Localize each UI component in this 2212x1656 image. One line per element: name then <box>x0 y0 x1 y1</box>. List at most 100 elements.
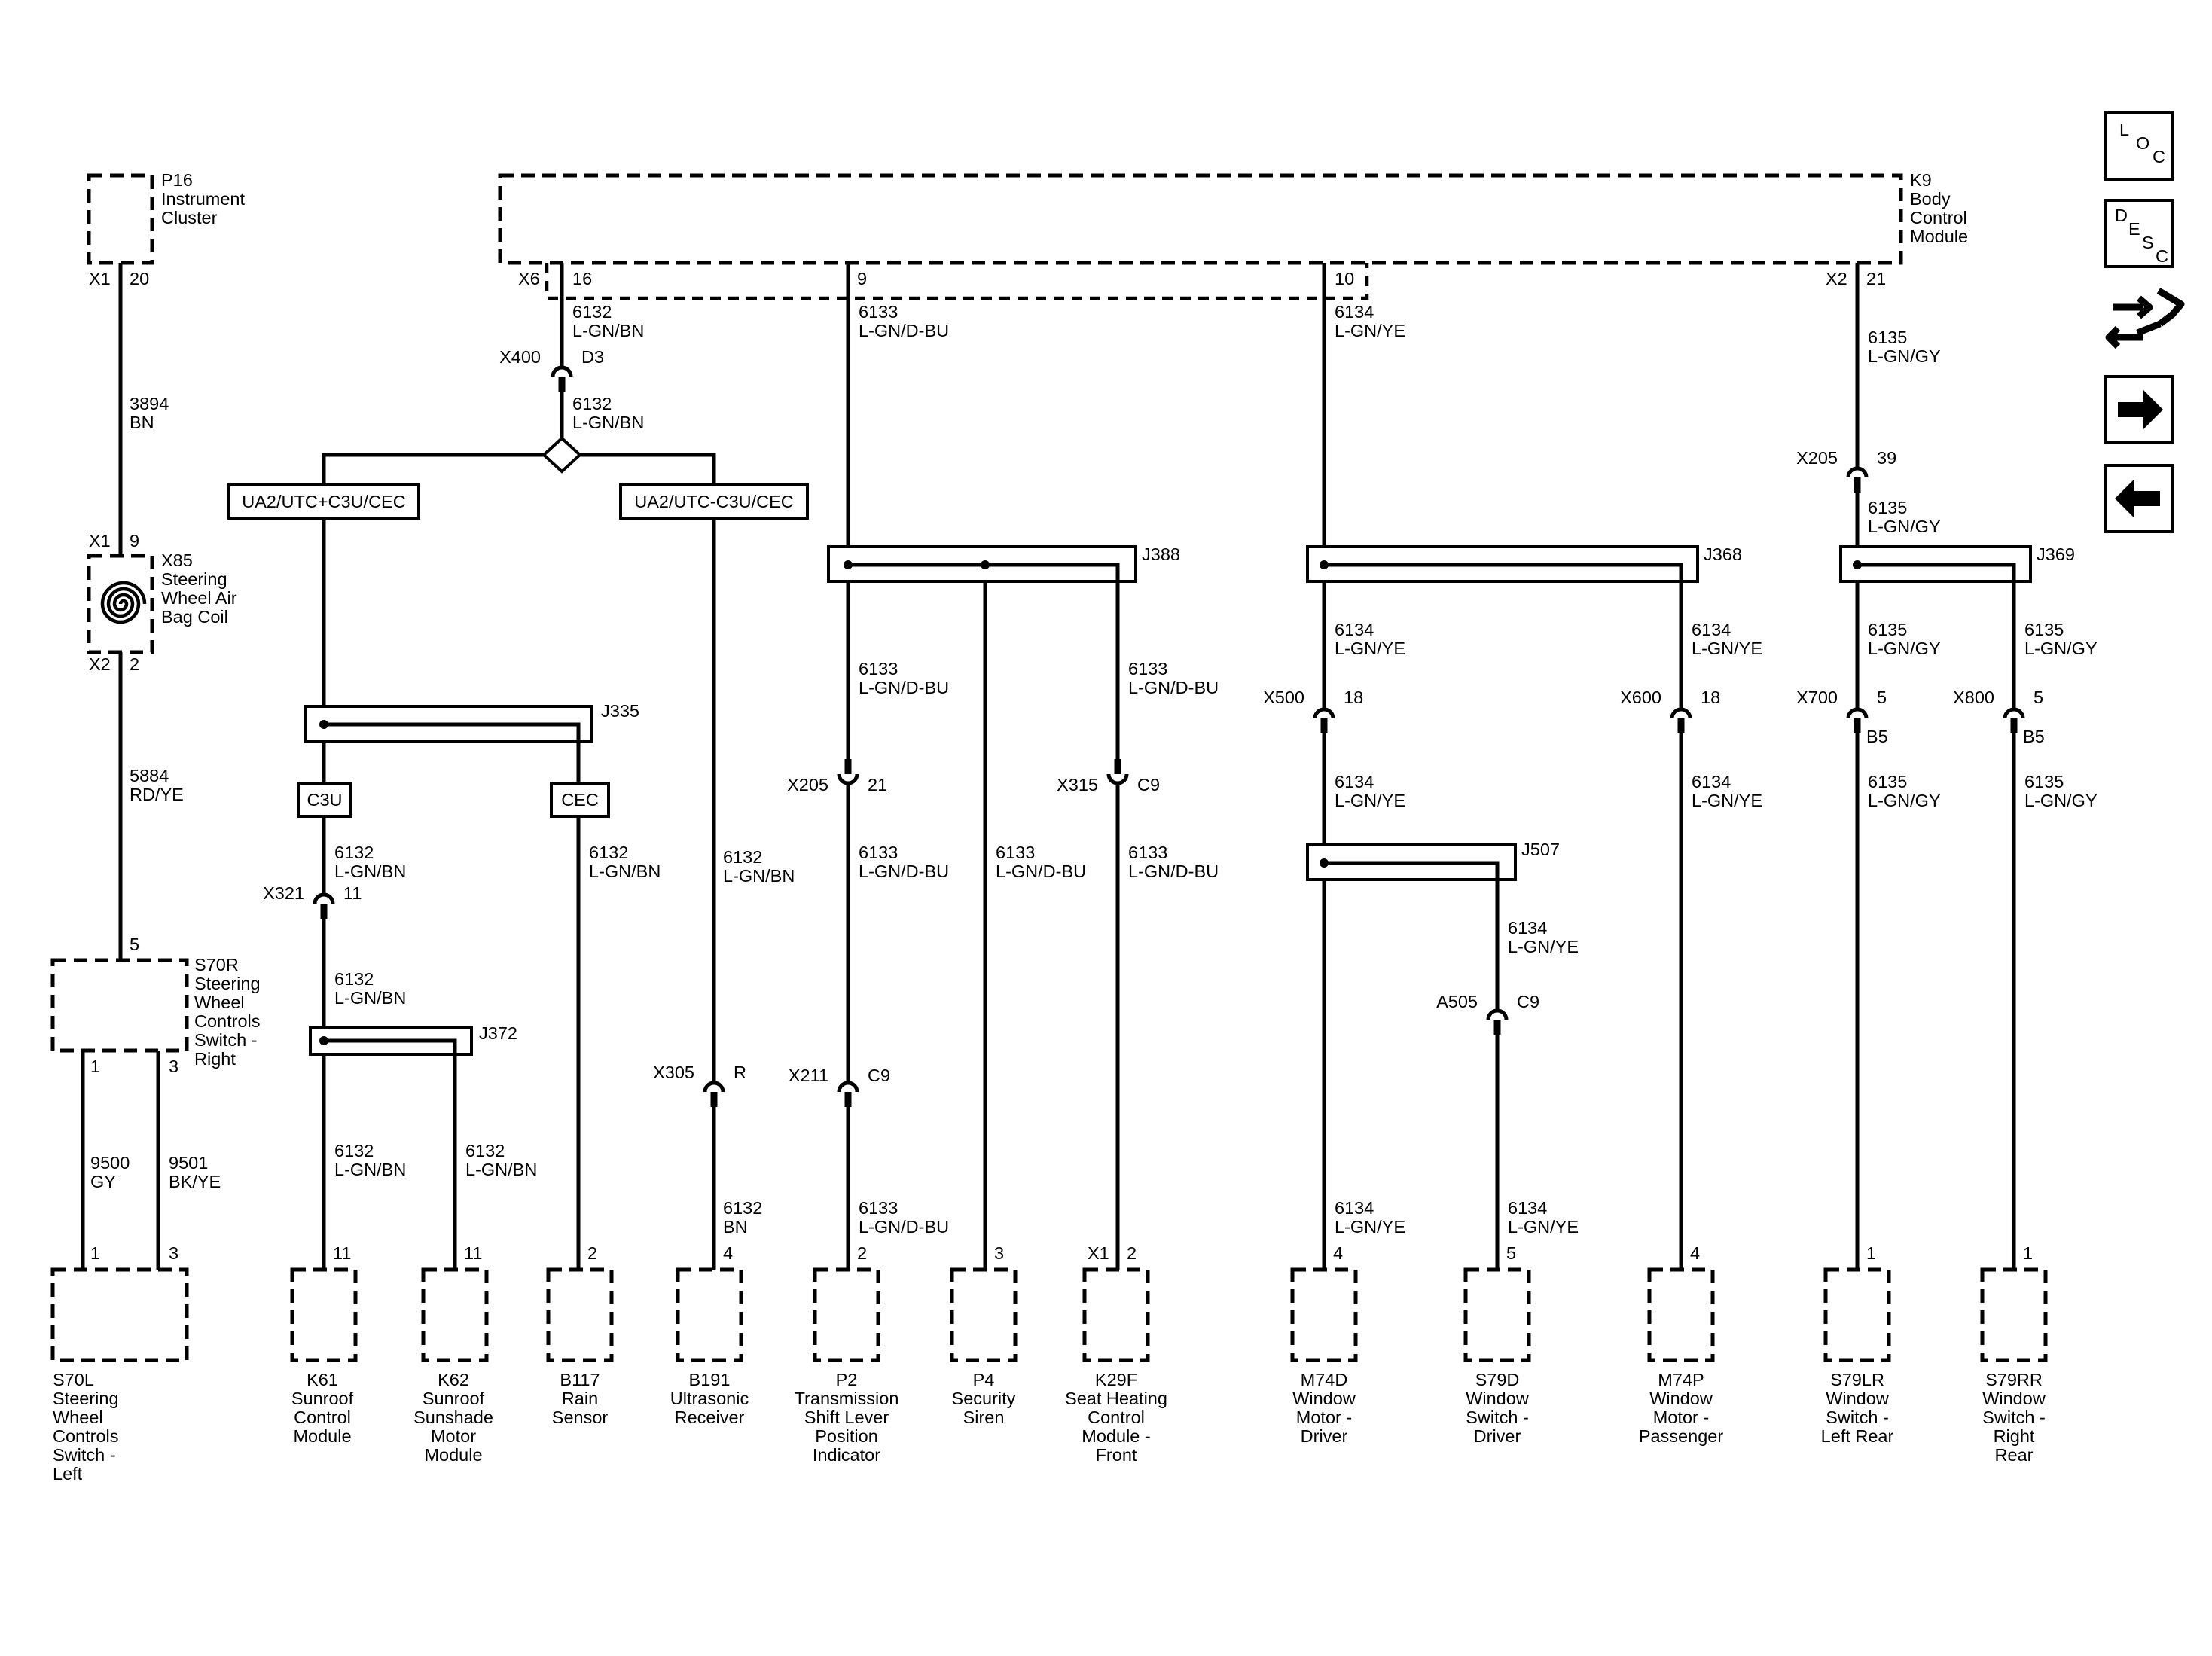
svg-text:L-GN/BN: L-GN/BN <box>723 866 795 886</box>
svg-text:P2: P2 <box>836 1370 858 1389</box>
svg-text:C3U: C3U <box>307 790 342 810</box>
svg-text:9500: 9500 <box>90 1153 130 1173</box>
svg-text:Steering: Steering <box>53 1389 119 1408</box>
svg-text:L-GN/YE: L-GN/YE <box>1335 321 1405 340</box>
svg-text:L-GN/GY: L-GN/GY <box>1868 791 1941 810</box>
loc-button-frame[interactable] <box>2104 111 2174 181</box>
svg-text:A505: A505 <box>1436 992 1478 1011</box>
module-label-s79rr: S79RR Window Switch - Right Rear <box>1982 1370 2046 1465</box>
svg-text:C9: C9 <box>1517 992 1539 1011</box>
svg-text:Switch -: Switch - <box>194 1030 258 1050</box>
svg-text:X305: X305 <box>653 1063 694 1082</box>
svg-text:L-GN/YE: L-GN/YE <box>1335 791 1405 810</box>
svg-text:6134: 6134 <box>1335 1198 1374 1218</box>
svg-text:3: 3 <box>169 1057 178 1076</box>
svg-text:Module: Module <box>1910 227 1968 246</box>
svg-text:11: 11 <box>333 1243 351 1263</box>
svg-text:X2: X2 <box>89 654 111 674</box>
svg-text:4: 4 <box>1333 1243 1343 1263</box>
connector-x315-symbol <box>1106 773 1129 785</box>
svg-text:3: 3 <box>994 1243 1004 1263</box>
connector-a505-symbol <box>1486 1008 1509 1020</box>
module-label-p4: P4 Security Siren <box>952 1370 1016 1427</box>
module-label-p2: P2 Transmission Shift Lever Position Ind… <box>795 1370 899 1465</box>
connector-x500-symbol <box>1313 707 1335 719</box>
svg-text:Window: Window <box>1292 1389 1356 1408</box>
svg-text:Security: Security <box>952 1389 1016 1408</box>
svg-text:11: 11 <box>343 883 362 903</box>
connector-end-view-icon[interactable] <box>2105 283 2187 355</box>
svg-text:6134: 6134 <box>1692 620 1731 639</box>
arrow-left-button[interactable] <box>2104 464 2174 533</box>
connector-x211-symbol <box>837 1081 859 1093</box>
svg-text:6133: 6133 <box>996 843 1035 862</box>
svg-text:5: 5 <box>1506 1243 1516 1263</box>
wire-6132-right-branch <box>578 453 716 485</box>
module-label-b117: B117 Rain Sensor <box>552 1370 609 1427</box>
wire-labels: 3894 BN 5884 RD/YE 9500 GY 9501 BK/YE 61… <box>90 302 2098 1237</box>
svg-text:Switch -: Switch - <box>1826 1407 1889 1427</box>
option-box-cec <box>550 782 610 818</box>
svg-text:Window: Window <box>1982 1389 2046 1408</box>
svg-text:GY: GY <box>90 1172 116 1191</box>
svg-text:X6: X6 <box>518 269 540 288</box>
svg-text:1: 1 <box>90 1057 100 1076</box>
svg-text:L-GN/YE: L-GN/YE <box>1508 1217 1579 1237</box>
k29f-module-outline <box>1082 1267 1150 1362</box>
svg-text:6135: 6135 <box>2024 620 2064 639</box>
svg-text:Control: Control <box>294 1407 351 1427</box>
svg-text:Switch -: Switch - <box>53 1445 116 1465</box>
svg-text:UA2/UTC+C3U/CEC: UA2/UTC+C3U/CEC <box>242 492 405 511</box>
splice-j388-dot <box>844 560 853 569</box>
svg-text:S70R: S70R <box>194 955 239 974</box>
svg-text:10: 10 <box>1335 269 1354 288</box>
wire-6132-left-branch <box>322 453 545 485</box>
desc-button-frame[interactable] <box>2104 199 2174 268</box>
module-label-k62: K62 Sunroof Sunshade Motor Module <box>413 1370 493 1465</box>
svg-text:R: R <box>734 1063 746 1082</box>
svg-text:6132: 6132 <box>465 1141 505 1160</box>
svg-text:Module -: Module - <box>1082 1426 1150 1446</box>
svg-text:L-GN/GY: L-GN/GY <box>1868 517 1941 536</box>
svg-text:J507: J507 <box>1521 840 1560 859</box>
s70r-module-outline <box>50 958 189 1053</box>
loc-button[interactable]: L O C <box>2104 111 2174 181</box>
svg-text:Switch -: Switch - <box>1466 1407 1529 1427</box>
connector-end-view-icon-hit[interactable] <box>2106 283 2187 355</box>
svg-text:2: 2 <box>1127 1243 1137 1263</box>
arrow-right-button[interactable] <box>2104 375 2174 444</box>
svg-text:6133: 6133 <box>859 1198 898 1218</box>
svg-text:X321: X321 <box>263 883 304 903</box>
s70l-module-outline <box>50 1267 189 1362</box>
svg-text:6134: 6134 <box>1335 302 1374 322</box>
svg-text:B117: B117 <box>560 1370 600 1389</box>
svg-text:X600: X600 <box>1620 688 1661 707</box>
svg-text:L-GN/BN: L-GN/BN <box>589 862 661 881</box>
svg-text:39: 39 <box>1877 448 1896 468</box>
desc-button-letter: E <box>2128 219 2140 239</box>
module-label-x85: X85 Steering Wheel Air Bag Coil <box>161 550 237 627</box>
svg-text:X205: X205 <box>1796 448 1838 468</box>
m74p-module-outline <box>1647 1267 1715 1362</box>
svg-text:6132: 6132 <box>589 843 628 862</box>
desc-button-letter: C <box>2156 246 2168 266</box>
desc-button[interactable]: D E S C <box>2104 199 2174 268</box>
desc-button-letter: S <box>2142 233 2154 252</box>
module-label-k61: K61 Sunroof Control Module <box>291 1370 354 1446</box>
splice-j507-dot <box>1320 858 1329 868</box>
svg-text:6134: 6134 <box>1508 1198 1547 1218</box>
splice-j368-dot <box>1320 560 1329 569</box>
svg-text:Window: Window <box>1649 1389 1713 1408</box>
svg-text:Left Rear: Left Rear <box>1821 1426 1894 1446</box>
svg-text:Position: Position <box>815 1426 878 1446</box>
splice-j335-bus <box>324 722 581 741</box>
svg-text:Controls: Controls <box>194 1011 261 1031</box>
svg-text:S79RR: S79RR <box>1985 1370 2043 1389</box>
svg-text:1: 1 <box>90 1243 100 1263</box>
svg-text:Bag Coil: Bag Coil <box>161 607 228 627</box>
k62-module-outline <box>421 1267 489 1362</box>
svg-text:6132: 6132 <box>723 1198 762 1218</box>
svg-text:C9: C9 <box>868 1066 890 1085</box>
svg-text:Driver: Driver <box>1474 1426 1521 1446</box>
svg-text:6133: 6133 <box>859 659 898 679</box>
